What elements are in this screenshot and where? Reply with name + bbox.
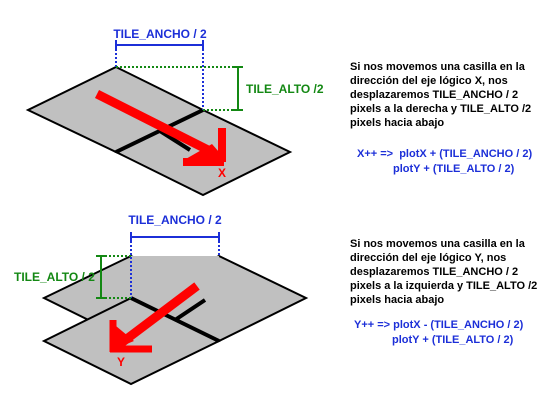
bottom-formula-line-2: plotY + (TILE_ALTO / 2)	[392, 334, 514, 346]
top-formula-line-2: plotY + (TILE_ALTO / 2)	[393, 163, 515, 175]
top-x-axis-arrowhead	[184, 144, 226, 160]
bottom-grid-line-2	[173, 298, 207, 322]
top-x-axis-label: X	[218, 166, 226, 180]
top-diagram: TILE_ANCHO / 2 TILE_ALTO /2 X	[25, 27, 324, 197]
top-width-label: TILE_ANCHO / 2	[113, 27, 207, 41]
bottom-formula-line-1: Y++ => plotX - (TILE_ANCHO / 2)	[354, 319, 524, 331]
bottom-y-axis-label: Y	[117, 355, 125, 369]
bottom-description: Si nos movemos una casilla en la direcci…	[350, 238, 538, 306]
top-height-label: TILE_ALTO /2	[246, 82, 324, 96]
bottom-height-label: TILE_ALTO / 2	[14, 270, 95, 284]
top-grid-line-1	[115, 108, 204, 154]
bottom-y-axis-arrow	[117, 282, 200, 348]
top-formula-line-1: X++ => plotX + (TILE_ANCHO / 2)	[357, 148, 533, 160]
top-description: Si nos movemos una casilla en la direcci…	[350, 61, 532, 129]
top-grid-line-2	[158, 129, 192, 152]
bottom-diagram: TILE_ANCHO / 2 TILE_ALTO / 2 Y	[14, 213, 309, 386]
bottom-width-label: TILE_ANCHO / 2	[128, 213, 222, 227]
top-x-axis-arrow	[94, 89, 215, 157]
